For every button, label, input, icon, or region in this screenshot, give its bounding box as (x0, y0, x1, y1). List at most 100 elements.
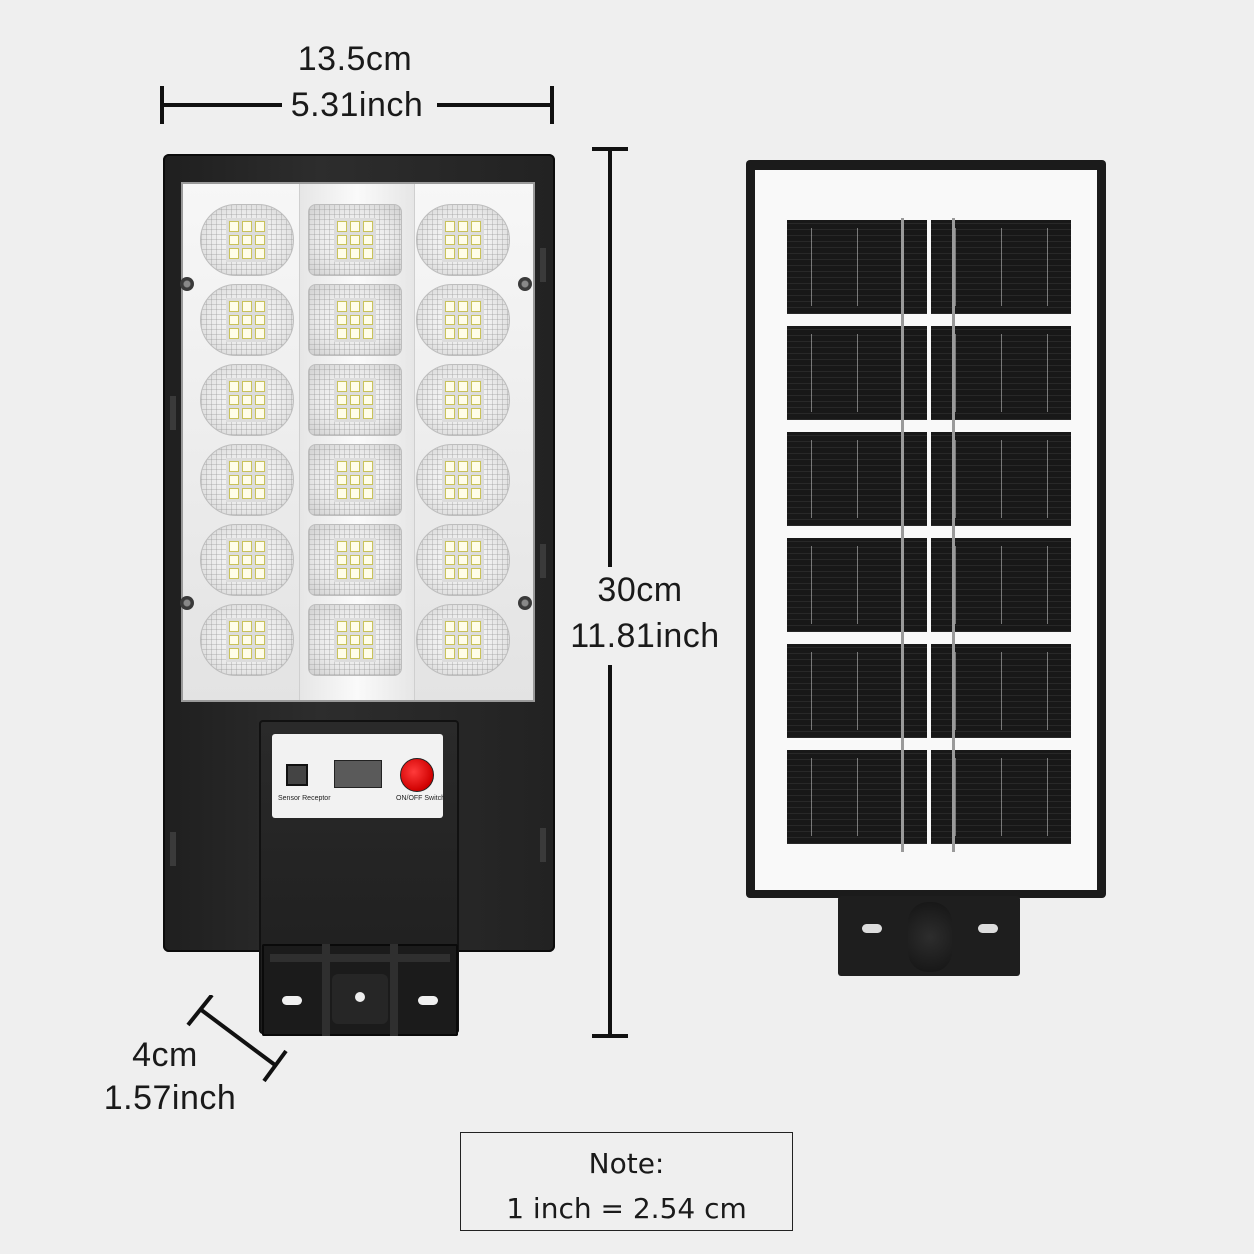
led-chip (229, 541, 239, 552)
led-chip-cluster (334, 618, 376, 662)
busbar (1001, 758, 1002, 836)
led-chip (337, 541, 347, 552)
power-switch-button[interactable] (400, 758, 434, 792)
led-chip-cluster (226, 298, 268, 342)
led-chip-cluster (226, 538, 268, 582)
led-chip (255, 381, 265, 392)
led-chip (363, 408, 373, 419)
led-chip-cluster (442, 538, 484, 582)
solar-cell (787, 750, 927, 844)
led-chip (471, 248, 481, 259)
led-chip (337, 648, 347, 659)
led-chip (350, 568, 360, 579)
led-chip (337, 488, 347, 499)
led-chip (350, 634, 360, 646)
width-dimension-tick-left (160, 86, 164, 124)
busbar (1001, 334, 1002, 412)
led-chip (242, 621, 252, 632)
led-chip (445, 621, 455, 632)
led-chip (229, 301, 239, 312)
led-module (308, 364, 402, 436)
led-chip (350, 461, 360, 472)
led-chip (229, 474, 239, 486)
led-chip (471, 221, 481, 232)
led-chip (445, 488, 455, 499)
led-chip-cluster (334, 458, 376, 502)
led-chip (363, 248, 373, 259)
led-chip-cluster (226, 618, 268, 662)
led-chip (337, 568, 347, 579)
led-chip (363, 634, 373, 646)
led-chip (363, 554, 373, 566)
led-chip (255, 234, 265, 246)
led-chip (445, 328, 455, 339)
led-chip (445, 221, 455, 232)
led-chip (229, 328, 239, 339)
busbar (1047, 334, 1048, 412)
led-chip (363, 488, 373, 499)
led-chip (458, 314, 468, 326)
led-chip (471, 461, 481, 472)
mounting-bracket (262, 944, 458, 1036)
busbar (857, 652, 858, 730)
led-chip (445, 554, 455, 566)
led-chip (458, 381, 468, 392)
height-dimension-line-top (608, 149, 612, 567)
led-chip-cluster (226, 378, 268, 422)
led-chip-cluster (334, 378, 376, 422)
led-chip (242, 634, 252, 646)
width-inch-label: 5.31inch (290, 86, 424, 124)
led-chip-cluster (334, 298, 376, 342)
led-chip (242, 648, 252, 659)
led-chip (471, 648, 481, 659)
led-chip-cluster (442, 378, 484, 422)
led-chip (458, 488, 468, 499)
solar-cell (787, 432, 927, 526)
sensor-receptor-label: Sensor Receptor (278, 795, 331, 802)
led-chip (242, 314, 252, 326)
led-chip (458, 554, 468, 566)
depth-dimension-line (186, 995, 288, 1083)
led-chip (458, 634, 468, 646)
led-chip (363, 648, 373, 659)
led-chip (471, 381, 481, 392)
led-chip (471, 554, 481, 566)
led-chip (255, 554, 265, 566)
busbar (955, 652, 956, 730)
led-chip (229, 568, 239, 579)
led-chip-cluster (334, 218, 376, 262)
led-module (416, 284, 510, 356)
mounting-slot (862, 924, 882, 933)
sensor-receptor (286, 764, 308, 786)
width-dimension-tick-right (550, 86, 554, 124)
height-dimension-line-bottom (608, 665, 612, 1037)
screw-icon (518, 596, 532, 610)
led-module (416, 364, 510, 436)
bracket-hub (908, 902, 952, 972)
busbar (1001, 652, 1002, 730)
led-chip (471, 541, 481, 552)
solar-cell (787, 538, 927, 632)
led-chip (255, 248, 265, 259)
led-chip (363, 234, 373, 246)
led-chip (255, 408, 265, 419)
led-module (416, 444, 510, 516)
led-chip (229, 394, 239, 406)
led-chip (350, 554, 360, 566)
led-chip (471, 314, 481, 326)
led-chip (458, 568, 468, 579)
led-chip (458, 248, 468, 259)
led-chip (242, 328, 252, 339)
busbar (955, 758, 956, 836)
led-chip (337, 301, 347, 312)
led-chip (363, 474, 373, 486)
led-chip (337, 408, 347, 419)
busbar (857, 758, 858, 836)
busbar (1047, 546, 1048, 624)
led-chip (255, 314, 265, 326)
led-module (308, 444, 402, 516)
busbar (811, 758, 812, 836)
led-chip-cluster (442, 618, 484, 662)
busbar (1047, 228, 1048, 306)
led-chip (337, 461, 347, 472)
